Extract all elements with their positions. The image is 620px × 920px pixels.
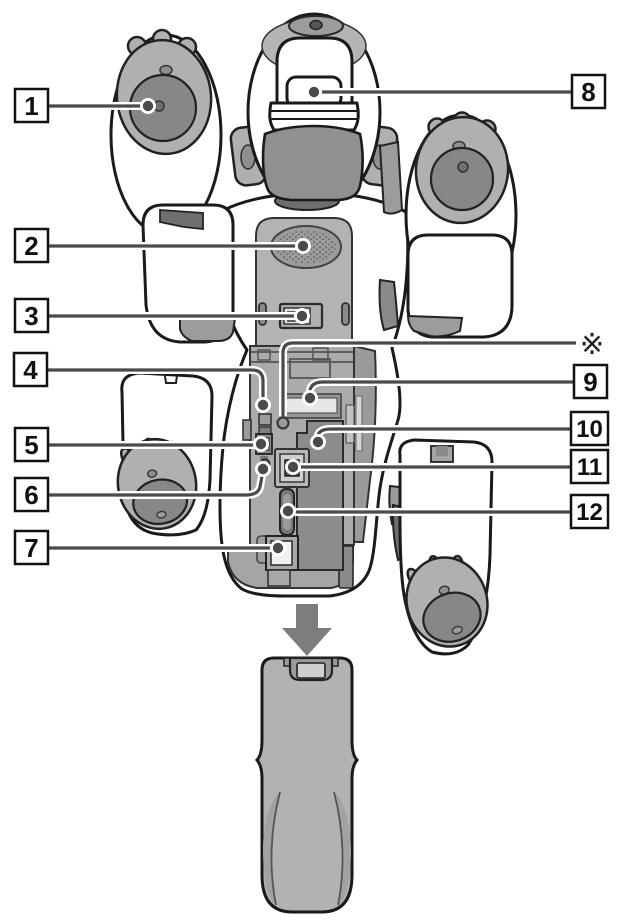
svg-text:5: 5: [24, 430, 38, 460]
svg-text:11: 11: [577, 454, 602, 481]
front-left-paw: [115, 28, 213, 156]
front-left-leg: [109, 28, 237, 344]
svg-text:※: ※: [580, 327, 604, 361]
svg-text:1: 1: [24, 91, 38, 121]
knee-piece: [406, 314, 464, 338]
rear-right-leg: [388, 438, 494, 656]
neck-collar: [268, 101, 360, 132]
battery-latch: [283, 656, 339, 682]
knee-piece: [179, 317, 237, 342]
svg-text:9: 9: [583, 367, 597, 397]
front-right-paw: [414, 111, 510, 225]
callout-8: 8: [306, 73, 607, 110]
svg-text:8: 8: [581, 77, 595, 107]
right-vent-slot: [341, 302, 350, 326]
svg-text:3: 3: [24, 301, 38, 331]
svg-text:7: 7: [24, 533, 38, 563]
callout-reference-mark: ※: [276, 327, 604, 430]
callout-3: 3: [13, 297, 310, 334]
robot-illustration: [109, 12, 518, 656]
callout-6: 6: [13, 461, 271, 513]
rear-right-paw: [405, 554, 489, 648]
callout-10: 10: [310, 410, 610, 450]
paw-pad: [429, 146, 495, 212]
battery-pack: [254, 656, 360, 914]
callout-5: 5: [13, 426, 269, 463]
callout-12: 12: [280, 493, 610, 530]
svg-text:4: 4: [23, 355, 38, 385]
front-right-leg: [378, 111, 518, 339]
upper-back-shell: [261, 124, 364, 202]
cover-hinge-tab: [242, 419, 252, 441]
callout-4: 4: [12, 351, 271, 413]
elbow-joint: [159, 209, 204, 230]
down-arrow-icon: [282, 604, 332, 656]
callout-7: 7: [13, 529, 286, 566]
rear-left-leg: [116, 371, 214, 537]
callout-9: 9: [302, 363, 609, 406]
svg-text:6: 6: [24, 480, 38, 510]
paw-pad: [422, 591, 482, 643]
callouts: 1 2 3 4 5: [12, 73, 610, 566]
callout-1: 1: [13, 87, 156, 124]
svg-text:12: 12: [576, 499, 603, 526]
callout-2: 2: [13, 227, 311, 264]
callout-11: 11: [285, 448, 610, 485]
svg-text:10: 10: [576, 416, 603, 443]
svg-text:2: 2: [24, 231, 38, 261]
